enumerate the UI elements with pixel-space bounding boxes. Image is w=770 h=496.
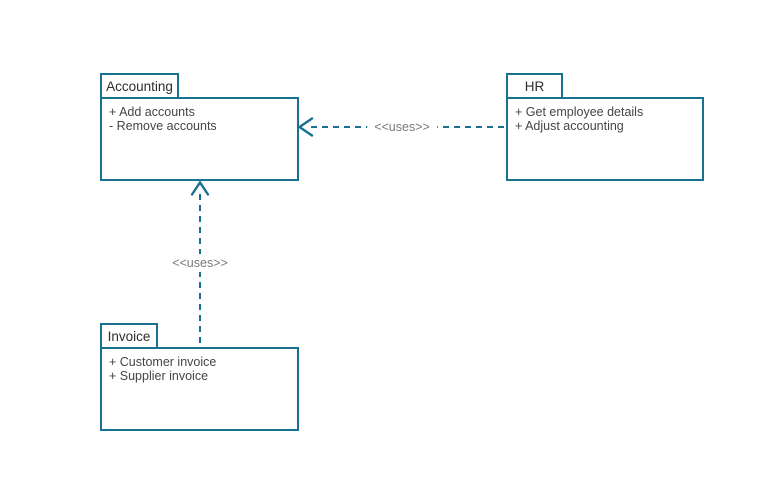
- member-line: + Customer invoice: [109, 355, 217, 369]
- package-tab-invoice[interactable]: Invoice: [100, 323, 158, 349]
- uses-stereotype-label-hr-accounting: <<uses>>: [367, 118, 437, 136]
- package-tab-accounting[interactable]: Accounting: [100, 73, 179, 99]
- package-body-hr[interactable]: + Get employee details + Adjust accounti…: [506, 97, 704, 181]
- package-title: Invoice: [107, 328, 151, 344]
- package-title: Accounting: [106, 78, 173, 94]
- open-arrowhead-left-icon: [297, 117, 314, 137]
- member-line: + Get employee details: [515, 105, 644, 119]
- package-title: HR: [524, 78, 545, 94]
- package-tab-hr[interactable]: HR: [506, 73, 563, 99]
- member-line: + Adjust accounting: [515, 118, 624, 133]
- dependency-arrow-hr-to-accounting[interactable]: [297, 117, 507, 137]
- member-line: + Supplier invoice: [109, 368, 209, 383]
- member-line: + Add accounts: [109, 105, 195, 119]
- package-body-accounting[interactable]: + Add accounts - Remove accounts: [100, 97, 299, 181]
- uses-stereotype-label-invoice-accounting: <<uses>>: [165, 254, 235, 272]
- dependency-arrow-invoice-to-accounting[interactable]: [190, 180, 210, 348]
- member-line: - Remove accounts: [109, 118, 217, 133]
- package-body-invoice[interactable]: + Customer invoice + Supplier invoice: [100, 347, 299, 431]
- open-arrowhead-up-icon: [190, 180, 210, 196]
